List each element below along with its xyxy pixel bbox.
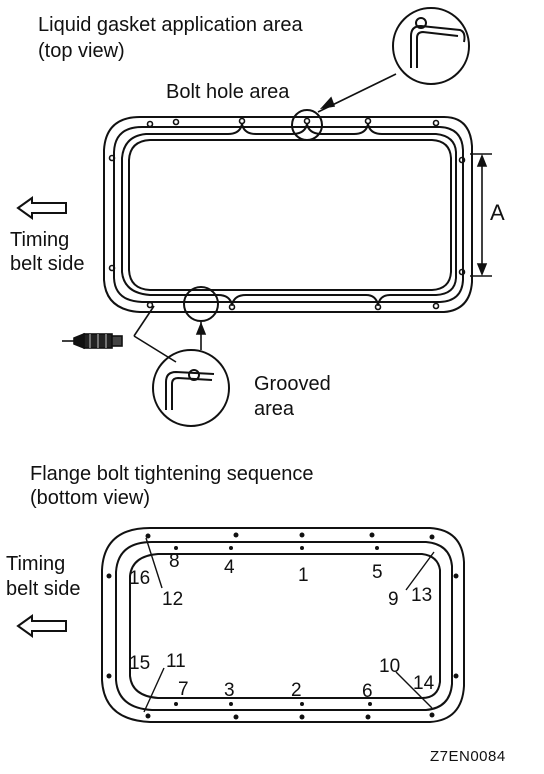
bolt-number: 8 [169, 551, 180, 572]
bottom-view-title: Flange bolt tightening sequence [30, 463, 314, 485]
timing-arrow-top-icon [16, 196, 67, 220]
bolt-number: 5 [372, 562, 383, 583]
timing-belt-bottom-line2: belt side [6, 578, 81, 600]
grooved-area-label-line1: Grooved [254, 373, 331, 395]
grooved-area-marker [183, 286, 219, 322]
timing-belt-bottom-line1: Timing [6, 553, 66, 575]
bolt-number: 15 [129, 653, 151, 674]
bolt-number: 9 [388, 589, 399, 610]
grooved-area-label-line2: area [254, 398, 295, 420]
sealant-tube-icon [62, 332, 123, 350]
timing-belt-top-line1: Timing [10, 229, 70, 251]
dimension-a-label: A [490, 200, 505, 225]
bolt-number: 16 [129, 568, 151, 589]
oil-pan-opening [128, 139, 452, 291]
bolt-number: 12 [162, 589, 184, 610]
bolt-number: 4 [224, 557, 235, 578]
top-view-title: Liquid gasket application area [38, 14, 303, 36]
bolt-number: 13 [411, 585, 433, 606]
timing-arrow-bottom-icon [16, 614, 67, 638]
oil-pan-flange-inner [113, 126, 464, 303]
bolt-hole-area-label: Bolt hole area [166, 81, 290, 103]
bottom-view-subtitle: (bottom view) [30, 487, 151, 509]
bolt-number: 7 [178, 679, 189, 700]
oil-pan-flange-outer [103, 116, 473, 313]
bolt-hole-detail-circle [392, 7, 470, 85]
bolt-number: 10 [379, 656, 401, 677]
bolt-number: 14 [413, 673, 435, 694]
timing-belt-top-line2: belt side [10, 253, 85, 275]
gasket-bead-line [121, 123, 457, 306]
bolt-number: 11 [166, 651, 186, 672]
grooved-area-detail-circle [152, 349, 230, 427]
bolt-number: 2 [291, 680, 302, 701]
bolt-hole-area-marker [291, 109, 323, 141]
figure-code: Z7EN0084 [430, 748, 506, 765]
bottom-pan-inner [115, 541, 453, 711]
bolt-number: 6 [362, 681, 373, 702]
bolt-number: 3 [224, 680, 235, 701]
top-view-subtitle: (top view) [38, 40, 125, 62]
bottom-pan-outer [101, 527, 465, 723]
bolt-number: 1 [298, 565, 309, 586]
